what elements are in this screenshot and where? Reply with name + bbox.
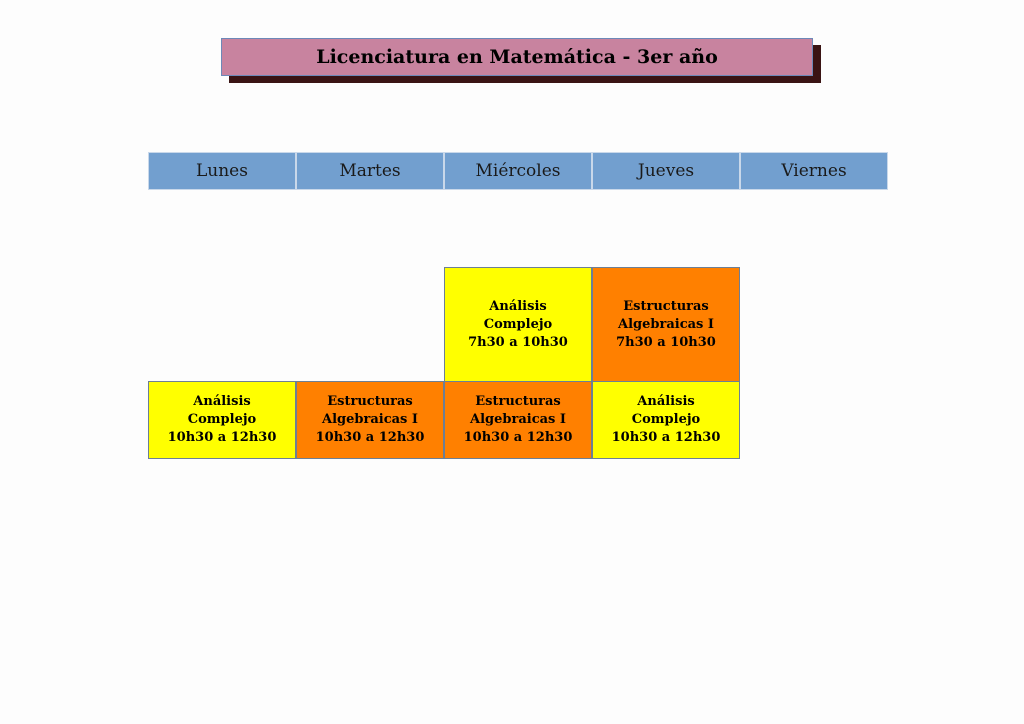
day-header-viernes: Viernes [740,152,888,190]
subject-name: Algebraicas I [618,316,714,332]
class-time: 10h30 a 12h30 [463,430,573,445]
subject-name: Complejo [187,412,257,427]
subject-name: Análisis [637,394,695,409]
day-header-martes: Martes [296,152,444,190]
class-time: 10h30 a 12h30 [315,430,425,445]
page-title: Licenciatura en Matemática - 3er año [221,38,813,76]
subject-name: Estructuras [623,298,709,314]
class-time: 10h30 a 12h30 [167,430,277,445]
subject-name: Estructuras [327,394,413,409]
class-time: 7h30 a 10h30 [468,334,568,350]
day-header-jueves: Jueves [592,152,740,190]
class-time: 10h30 a 12h30 [611,430,721,445]
subject-name: Algebraicas I [470,412,566,427]
day-header-miercoles: Miércoles [444,152,592,190]
subject-name: Complejo [631,412,701,427]
subject-name: Complejo [483,316,553,332]
class-cell-jueves-slot1: Estructuras Algebraicas I 7h30 a 10h30 [592,267,740,382]
class-cell-lunes-slot2: Análisis Complejo 10h30 a 12h30 [148,381,296,459]
day-header-lunes: Lunes [148,152,296,190]
subject-name: Estructuras [475,394,561,409]
subject-name: Análisis [489,298,547,314]
class-cell-jueves-slot2: Análisis Complejo 10h30 a 12h30 [592,381,740,459]
class-time: 7h30 a 10h30 [616,334,716,350]
subject-name: Algebraicas I [322,412,418,427]
class-cell-miercoles-slot1: Análisis Complejo 7h30 a 10h30 [444,267,592,382]
class-cell-martes-slot2: Estructuras Algebraicas I 10h30 a 12h30 [296,381,444,459]
subject-name: Análisis [193,394,251,409]
class-cell-miercoles-slot2: Estructuras Algebraicas I 10h30 a 12h30 [444,381,592,459]
